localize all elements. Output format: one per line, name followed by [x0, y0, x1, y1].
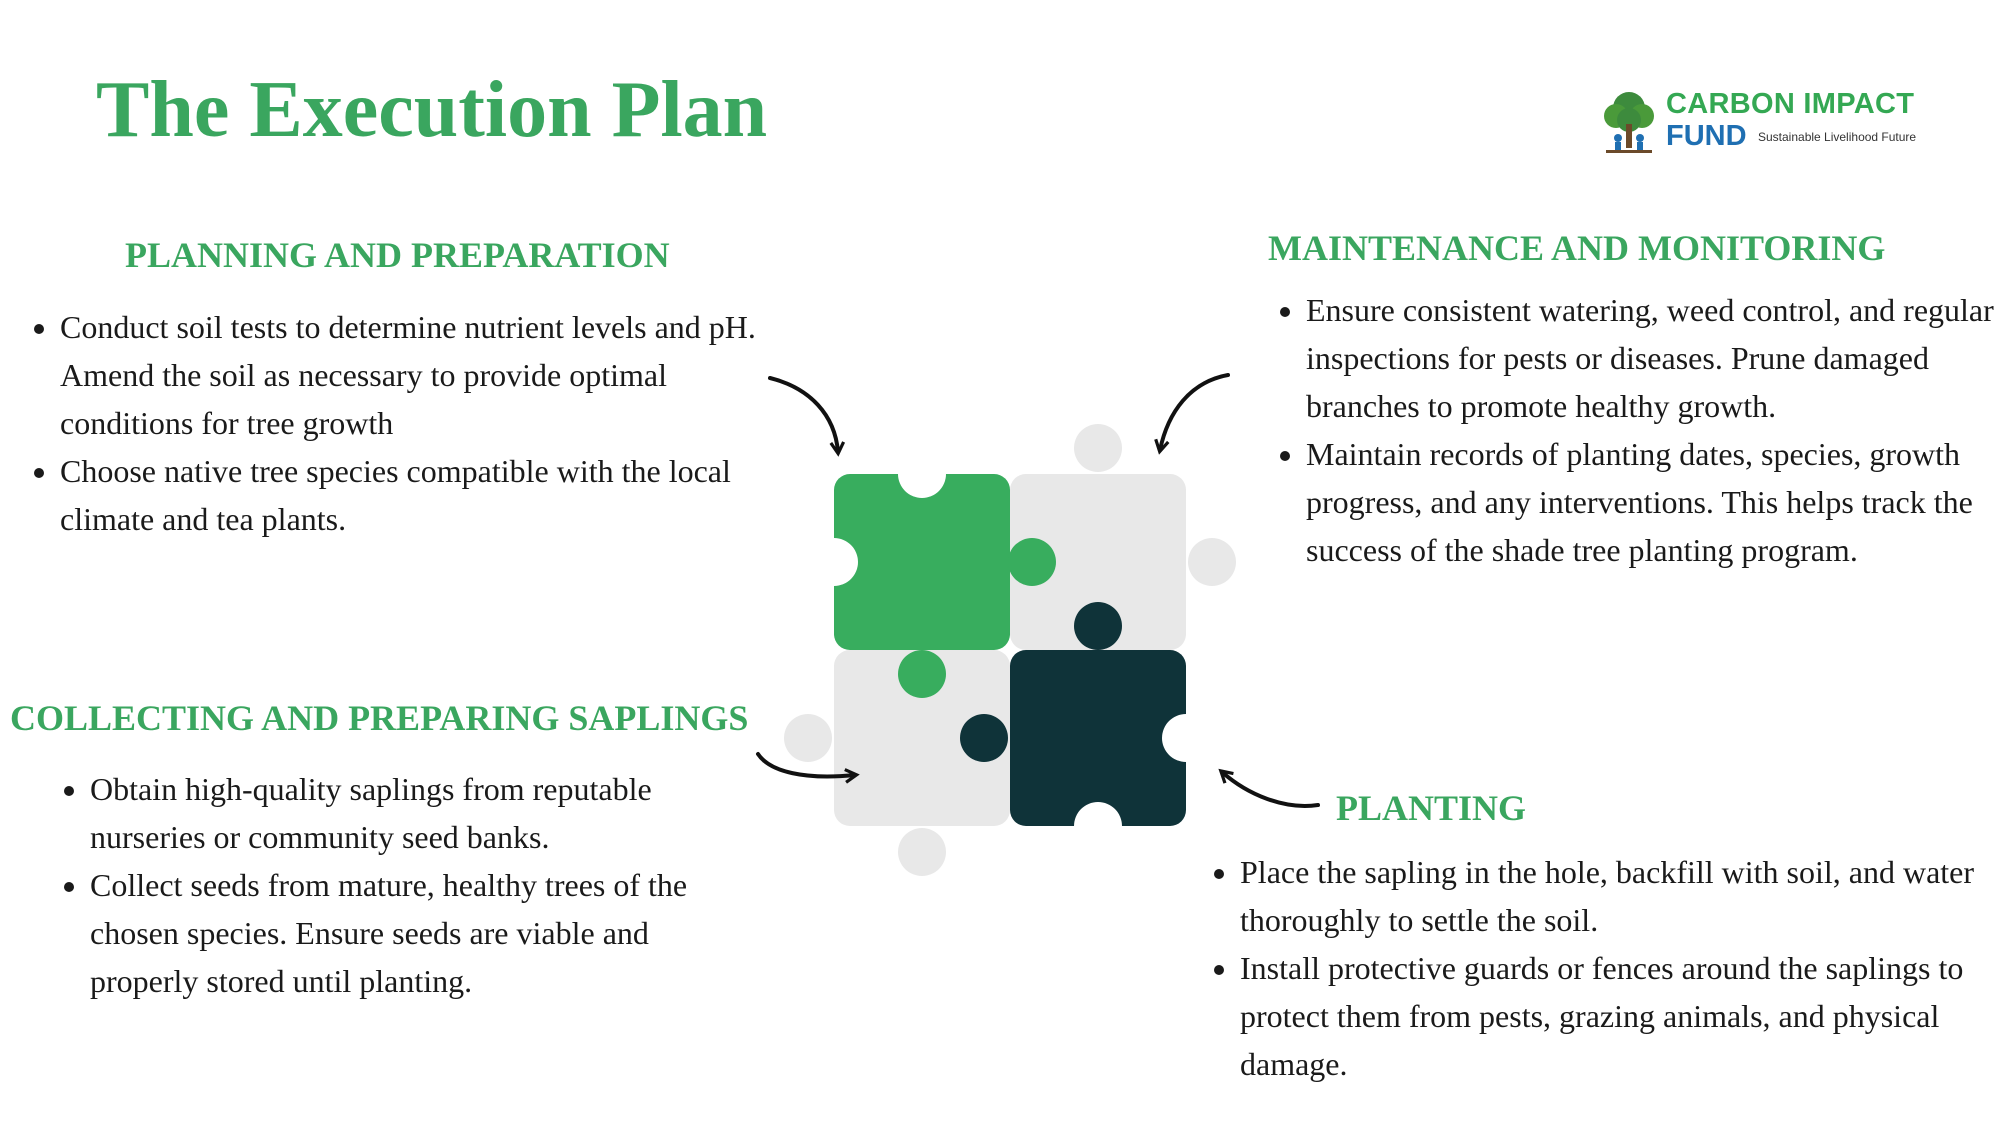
puzzle-piece-bottom-right — [960, 602, 1210, 850]
arrow-maintenance — [1154, 373, 1230, 455]
page-title: The Execution Plan — [96, 66, 768, 154]
carbon-impact-fund-logo: CARBON IMPACT FUND Sustainable Livelihoo… — [1598, 86, 1938, 156]
list-item: Conduct soil tests to determine nutrient… — [60, 303, 800, 447]
arrow-collecting — [756, 752, 860, 784]
puzzle-piece-top-left — [810, 450, 1056, 698]
collecting-section-title: COLLECTING AND PREPARING SAPLINGS — [10, 698, 749, 738]
list-item: Obtain high-quality saplings from reputa… — [90, 765, 730, 861]
list-item: Ensure consistent watering, weed control… — [1306, 286, 2000, 430]
planning-section-title: PLANNING AND PREPARATION — [125, 235, 670, 275]
list-item: Install protective guards or fences arou… — [1240, 944, 2000, 1088]
tree-logo-icon — [1604, 92, 1654, 153]
list-item: Place the sapling in the hole, backfill … — [1240, 848, 2000, 944]
collecting-list: Obtain high-quality saplings from reputa… — [60, 765, 730, 1005]
arrow-planning — [768, 376, 846, 457]
arrow-planting — [1218, 768, 1320, 808]
list-item: Maintain records of planting dates, spec… — [1306, 430, 2000, 574]
list-item: Choose native tree species compatible wi… — [60, 447, 800, 543]
maintenance-list: Ensure consistent watering, weed control… — [1276, 286, 2000, 574]
puzzle-piece-top-right — [1010, 424, 1236, 650]
list-item: Collect seeds from mature, healthy trees… — [90, 861, 730, 1005]
logo-text-line1: CARBON IMPACT — [1666, 88, 1915, 120]
planning-list: Conduct soil tests to determine nutrient… — [30, 303, 800, 543]
maintenance-section-title: MAINTENANCE AND MONITORING — [1268, 228, 1886, 268]
logo-tagline: Sustainable Livelihood Future — [1758, 130, 1917, 144]
planting-list: Place the sapling in the hole, backfill … — [1210, 848, 2000, 1088]
puzzle-piece-bottom-left — [784, 650, 1010, 876]
planting-section-title: PLANTING — [1336, 788, 1527, 828]
logo-text-line2: FUND — [1666, 120, 1747, 152]
